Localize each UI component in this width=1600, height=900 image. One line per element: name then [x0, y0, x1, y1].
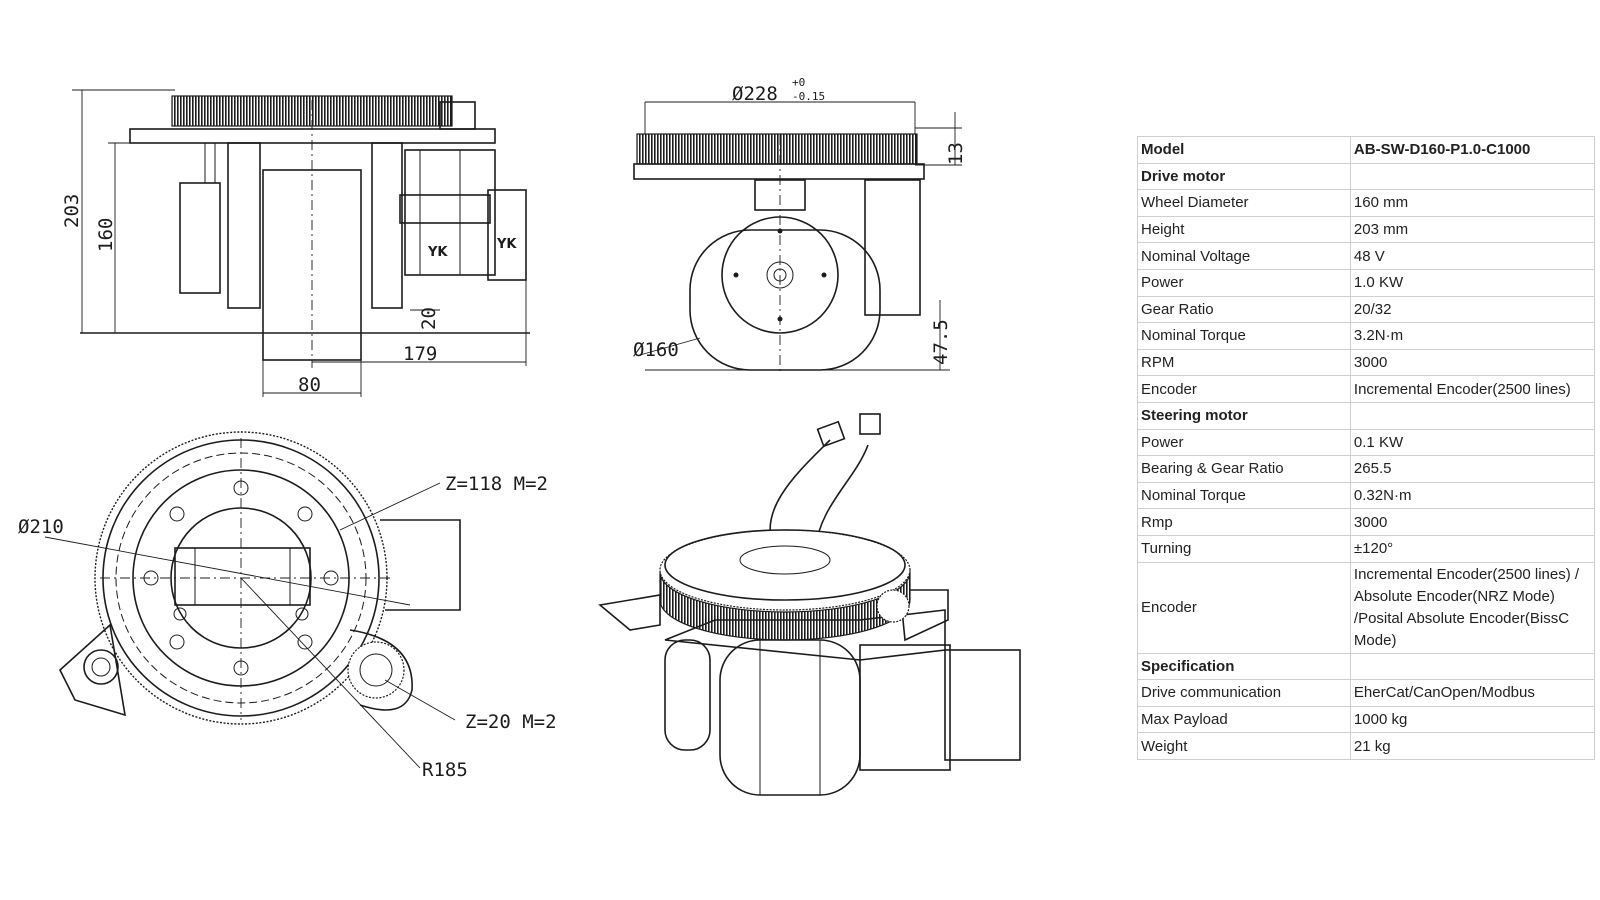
row-label: Encoder	[1137, 561, 1351, 654]
row-value: 160 mm	[1349, 189, 1596, 217]
drive-motor-title: Drive motor	[1137, 162, 1351, 191]
dim-228-tol-plus: +0	[792, 76, 805, 89]
gear-large-label: Z=118 M=2	[445, 473, 548, 495]
row-label: Wheel Diameter	[1137, 189, 1351, 217]
specification-title: Specification	[1137, 652, 1351, 681]
row-label: RPM	[1137, 348, 1351, 377]
drive-motor-section: Drive motor	[1137, 162, 1596, 191]
dim-228-tol-minus: -0.15	[792, 90, 825, 103]
row-label: Nominal Voltage	[1137, 242, 1351, 270]
dim-160-side-label: 160	[95, 218, 117, 252]
specification-section: Specification	[1137, 652, 1596, 681]
model-value: AB-SW-D160-P1.0-C1000	[1349, 136, 1596, 164]
top-view: Z=118 M=2 Ø210 Z=20 M=2 R185	[18, 431, 557, 781]
steering-motor-title: Steering motor	[1137, 401, 1351, 430]
row-value: 265.5	[1349, 455, 1596, 483]
row-label: Gear Ratio	[1137, 295, 1351, 324]
dim-47-5-label: 47.5	[930, 319, 952, 365]
row-value: 1000 kg	[1349, 705, 1596, 734]
row-value: 0.32N·m	[1349, 481, 1596, 510]
yk-label-left: YK	[427, 245, 448, 260]
row-label: Nominal Torque	[1137, 322, 1351, 350]
row-value: 3000	[1349, 508, 1596, 536]
isometric-view	[598, 413, 1021, 796]
dim-203-label: 203	[61, 194, 83, 228]
dim-228-label: Ø228	[732, 83, 778, 105]
dim-r185-label: R185	[422, 759, 468, 781]
yk-label-right: YK	[496, 237, 517, 252]
row-label: Nominal Torque	[1137, 481, 1351, 510]
dim-160-wheel-label: Ø160	[633, 339, 679, 361]
row-label: Rmp	[1137, 508, 1351, 536]
row-value: ±120°	[1349, 534, 1596, 563]
row-value: 3.2N·m	[1349, 322, 1596, 350]
row-label: Turning	[1137, 534, 1351, 563]
row-value: 3000	[1349, 348, 1596, 377]
front-view: Ø228 +0 -0.15 13 Ø160 47.5	[633, 76, 967, 372]
model-row: Model AB-SW-D160-P1.0-C1000	[1137, 136, 1596, 164]
row-value: EherCat/CanOpen/Modbus	[1349, 679, 1596, 707]
row-label: Drive communication	[1137, 679, 1351, 707]
technical-drawings: 203 160 20 179 80 YK YK Ø228 +0 -0.15 13	[18, 76, 1021, 796]
row-value: Incremental Encoder(2500 lines) / Absolu…	[1349, 561, 1596, 654]
steering-motor-section: Steering motor	[1137, 401, 1596, 430]
row-value: 21 kg	[1349, 732, 1596, 760]
row-label: Bearing & Gear Ratio	[1137, 455, 1351, 483]
side-view: 203 160 20 179 80 YK YK	[61, 89, 530, 397]
spec-table: Model AB-SW-D160-P1.0-C1000 Drive motor …	[1137, 136, 1596, 760]
dim-13-label: 13	[945, 142, 967, 165]
dim-20-label: 20	[418, 307, 440, 330]
gear-small-label: Z=20 M=2	[465, 711, 557, 733]
row-value: 20/32	[1349, 295, 1596, 324]
dim-80-label: 80	[298, 374, 321, 396]
table-row: Turning±120°	[1137, 534, 1596, 563]
row-value: 1.0 KW	[1349, 268, 1596, 297]
row-value: 203 mm	[1349, 215, 1596, 244]
row-label: Power	[1137, 268, 1351, 297]
row-label: Power	[1137, 428, 1351, 457]
row-value: Incremental Encoder(2500 lines)	[1349, 375, 1596, 403]
model-label: Model	[1137, 136, 1351, 164]
row-label: Height	[1137, 215, 1351, 244]
dim-210-label: Ø210	[18, 516, 64, 538]
row-label: Encoder	[1137, 375, 1351, 403]
dim-179-label: 179	[403, 343, 437, 365]
row-label: Weight	[1137, 732, 1351, 760]
row-label: Max Payload	[1137, 705, 1351, 734]
row-value: 48 V	[1349, 242, 1596, 270]
row-value: 0.1 KW	[1349, 428, 1596, 457]
